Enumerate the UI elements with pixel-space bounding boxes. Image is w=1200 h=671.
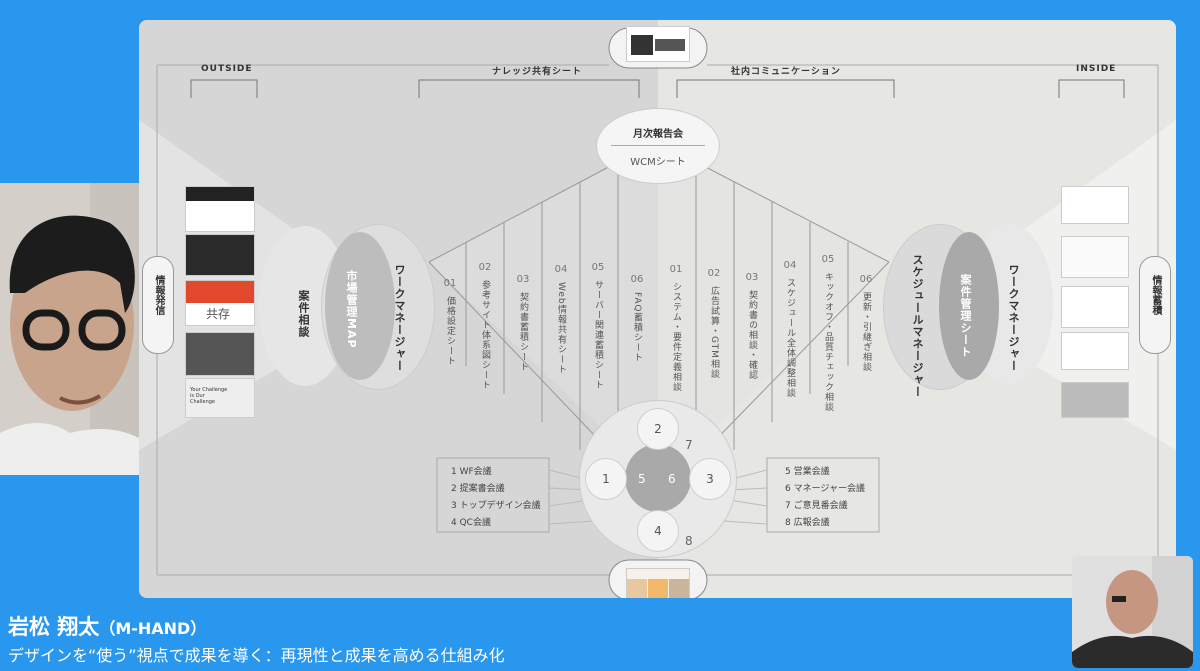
cycle-node-2: 2 (637, 408, 679, 450)
right-meeting-7: 7 ご意見番会議 (785, 501, 848, 511)
left-screenshot-5-text: Your Challenge is Our Challenge (190, 387, 228, 405)
market-map-circle (325, 232, 395, 380)
monthly-report-ellipse: 月次報告会 WCMシート (596, 108, 720, 184)
internal-col-1-label: システム・要件定義相談 (671, 282, 681, 392)
left-screenshot-1 (185, 186, 255, 232)
cycle-node-8: 8 (685, 534, 693, 548)
case-sheet-label: 案件管理シート (959, 274, 972, 358)
worker-label-left: ワークマネージャー (393, 264, 406, 372)
internal-col-2-label: 広告試算・GTM相談 (709, 286, 719, 379)
internal-col-1-num: 01 (669, 264, 683, 275)
right-screenshot-2 (1061, 236, 1129, 278)
worker-label-right: ワークマネージャー (1007, 264, 1020, 372)
header-outside: OUTSIDE (201, 64, 253, 74)
case-consult-label: 案件相談 (297, 290, 310, 338)
right-screenshot-4 (1061, 332, 1129, 370)
speaker-name-text: 岩松 翔太 (8, 615, 100, 639)
left-screenshot-2 (185, 234, 255, 276)
left-meeting-2: 2 提案書会議 (451, 484, 505, 494)
header-inside: INSIDE (1076, 64, 1117, 74)
right-info-label: 情報蓄積 (1150, 275, 1161, 315)
internal-col-4-num: 04 (783, 260, 797, 271)
presentation-slide: OUTSIDE ナレッジ共有シート 社内コミュニケーション INSIDE 月次報… (139, 20, 1176, 598)
knowledge-col-3-label: 契約書蓄積シート (518, 292, 528, 372)
internal-col-4-label: スケジュール全体調整相談 (785, 278, 795, 398)
left-meeting-1: 1 WF会議 (451, 467, 492, 477)
knowledge-col-4-label: Web情報共有シート (556, 282, 566, 375)
speaker-name: 岩松 翔太（M-HAND） (8, 611, 206, 641)
bottom-thumbnail-image (626, 568, 690, 598)
cycle-node-7: 7 (685, 438, 693, 452)
internal-col-3-label: 契約書の相談・確認 (747, 290, 757, 380)
knowledge-col-6-label: FAQ蓄積シート (632, 292, 642, 363)
schedule-label: スケジュールマネージャー (911, 254, 924, 398)
left-screenshot-4 (185, 332, 255, 376)
knowledge-col-4-num: 04 (554, 264, 568, 275)
knowledge-col-5-label: サーバー関連蓄積シート (593, 280, 603, 390)
top-thumbnail-image (626, 26, 690, 62)
header-internal-communication: 社内コミュニケーション (731, 67, 841, 77)
cycle-node-4: 4 (637, 510, 679, 552)
talk-title: デザインを“使う”視点で成果を導く：再現性と成果を高める仕組み化 (8, 646, 505, 665)
knowledge-col-2-num: 02 (478, 262, 492, 273)
left-info-pill: 情報発信 (142, 256, 174, 354)
right-meeting-8: 8 広報会議 (785, 518, 830, 528)
knowledge-col-5-num: 05 (591, 262, 605, 273)
second-speaker-video-frame (1072, 556, 1193, 668)
second-speaker-webcam (1072, 556, 1193, 668)
internal-col-2-num: 02 (707, 268, 721, 279)
right-screenshot-3 (1061, 286, 1129, 328)
internal-col-5-num: 05 (821, 254, 835, 265)
right-screenshot-5 (1061, 382, 1129, 418)
left-info-label: 情報発信 (153, 275, 164, 315)
market-map-label: 市場管理MAP (345, 270, 358, 349)
presenter-video-frame (0, 183, 139, 475)
cycle-node-6: 6 (668, 472, 676, 486)
internal-col-5-label: キックオフ・品質チェック相談 (823, 272, 833, 412)
left-meeting-3: 3 トップデザイン会議 (451, 501, 541, 511)
right-meeting-5: 5 営業会議 (785, 467, 830, 477)
internal-col-3-num: 03 (745, 272, 759, 283)
right-info-pill: 情報蓄積 (1139, 256, 1171, 354)
header-knowledge-sheet: ナレッジ共有シート (492, 67, 583, 77)
internal-col-6-num: 06 (859, 274, 873, 285)
meeting-cycle-core (625, 444, 691, 512)
wcm-sheet-label: WCMシート (630, 157, 686, 168)
case-sheet-circle (939, 232, 999, 380)
speaker-company: （M-HAND） (99, 619, 207, 638)
cycle-node-3: 3 (689, 458, 731, 500)
knowledge-col-6-num: 06 (630, 274, 644, 285)
left-meeting-4: 4 QC会議 (451, 518, 491, 528)
right-meeting-6: 6 マネージャー会議 (785, 484, 865, 494)
presenter-webcam (0, 183, 139, 475)
left-screenshot-3: 共存 (185, 280, 255, 326)
knowledge-col-2-label: 参考サイト体系図シート (480, 280, 490, 390)
right-screenshot-1 (1061, 186, 1129, 224)
knowledge-col-1-num: 01 (443, 278, 457, 289)
knowledge-col-1-label: 価格設定シート (445, 296, 455, 366)
internal-col-6-label: 更新・引継ぎ相談 (861, 292, 871, 372)
left-screenshot-3-text: 共存 (206, 307, 231, 321)
monthly-report-title: 月次報告会 (633, 129, 683, 140)
cycle-node-5: 5 (638, 472, 646, 486)
left-screenshot-5: Your Challenge is Our Challenge (185, 378, 255, 418)
cycle-node-1: 1 (585, 458, 627, 500)
knowledge-col-3-num: 03 (516, 274, 530, 285)
